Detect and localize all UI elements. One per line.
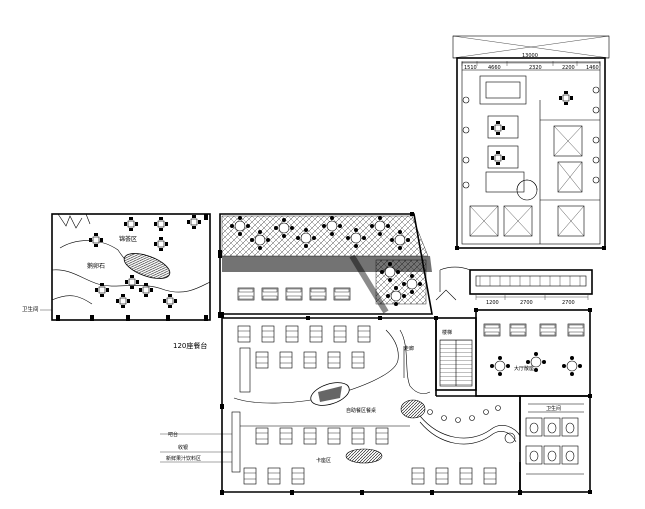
top-dimensions	[461, 61, 601, 66]
deck-area	[218, 213, 433, 318]
dim-top-4: 2200	[562, 65, 575, 71]
reception-label: 收银	[178, 444, 188, 451]
side-door-label: 卫生间	[22, 305, 39, 313]
dim-bottom-3: 2700	[562, 300, 575, 306]
seat-row-lower	[255, 427, 389, 445]
pond-label: 鹅卵石	[87, 262, 105, 270]
east-wing: 13000 1510 4660 2320 2200 1460	[439, 35, 610, 306]
columns	[220, 212, 606, 495]
restrooms: 卫生间	[519, 394, 592, 494]
open-dining-label: 大厅散座	[514, 365, 534, 372]
dining-center-label: 自助餐区餐桌	[346, 407, 376, 414]
dim-top-total: 13000	[522, 53, 538, 59]
dim-top-2: 4660	[488, 65, 501, 71]
dim-top-1: 1510	[464, 65, 477, 71]
south-east-dining: 大厅散座	[474, 308, 592, 397]
seat-row-middle	[255, 351, 365, 369]
dim-top-3: 2320	[529, 65, 542, 71]
dim-top-5: 1460	[586, 65, 599, 71]
seat-row-bottom	[243, 467, 497, 485]
toilet-label: 卫生间	[546, 405, 561, 412]
bar-label: 吧台	[168, 431, 178, 438]
dim-bottom-1: 1200	[486, 300, 499, 306]
seats-total-label: 120座餐台	[173, 341, 207, 350]
corridor-label: 走廊	[404, 345, 414, 352]
toilet-stalls	[525, 417, 579, 465]
garden-name: 锦荟区	[119, 235, 137, 243]
stair-core: 楼梯	[435, 289, 477, 391]
seat-row-top	[237, 325, 371, 343]
dim-bottom-2: 2700	[520, 300, 533, 306]
deck-booths	[237, 287, 351, 301]
garden-area: 锦荟区 鹅卵石 卫生间	[22, 213, 211, 321]
stairs-label: 楼梯	[442, 329, 452, 336]
bar-stools	[427, 405, 501, 423]
booth-area-label: 卡座区	[316, 457, 331, 464]
east-chairs	[462, 86, 600, 189]
fruit-bar-label: 新鲜果汁饮料区	[166, 455, 201, 462]
